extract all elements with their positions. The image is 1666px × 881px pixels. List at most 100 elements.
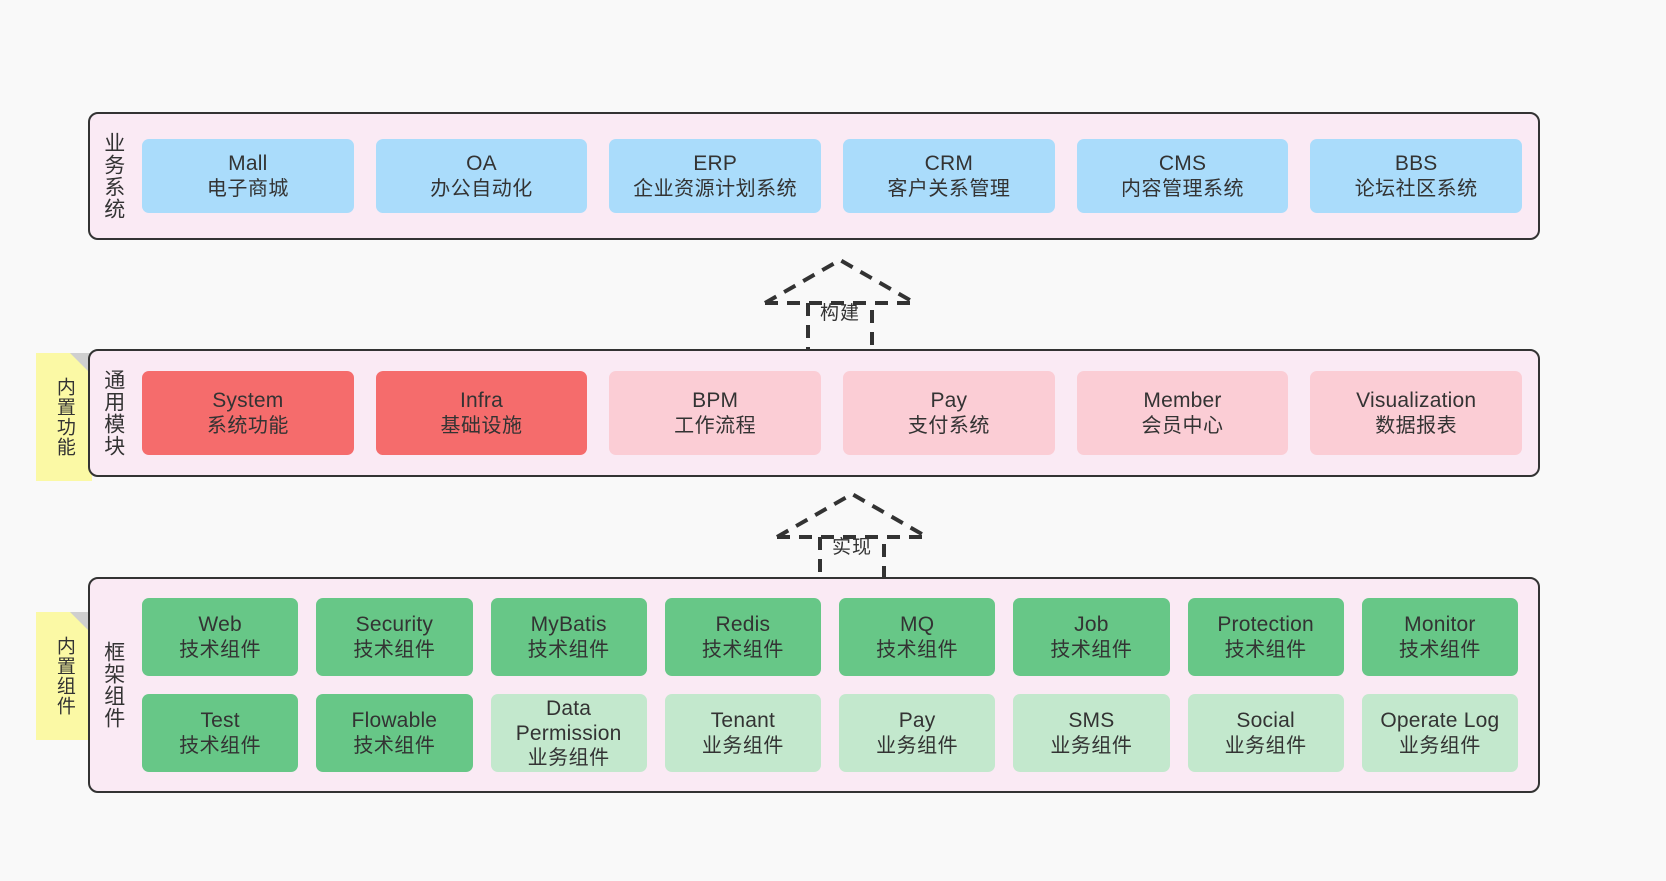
module-subtitle: 业务组件 bbox=[876, 734, 959, 757]
connector-label-build: 构建 bbox=[819, 303, 860, 324]
module-card-tenant[interactable]: Tenant 业务组件 bbox=[664, 694, 821, 772]
module-card-pay-business[interactable]: Pay 业务组件 bbox=[839, 694, 996, 772]
module-name: Operate Log bbox=[1380, 709, 1500, 733]
module-card-erp[interactable]: ERP 企业资源计划系统 bbox=[609, 139, 822, 213]
module-card-job[interactable]: Job 技术组件 bbox=[1013, 598, 1170, 676]
module-card-mq[interactable]: MQ 技术组件 bbox=[839, 598, 996, 676]
module-card-mall[interactable]: Mall 电子商城 bbox=[142, 139, 354, 213]
module-name: Redis bbox=[715, 613, 771, 637]
module-subtitle: 论坛社区系统 bbox=[1354, 177, 1478, 200]
module-subtitle: 办公自动化 bbox=[430, 177, 533, 200]
module-name: SMS bbox=[1068, 709, 1115, 733]
module-name: Tenant bbox=[710, 709, 775, 733]
note-fold-icon bbox=[70, 353, 92, 375]
module-subtitle: 技术组件 bbox=[179, 638, 262, 661]
layer-body-framework-components: Web 技术组件 Security 技术组件 MyBatis 技术组件 Redi… bbox=[136, 579, 1538, 791]
layer-row: Mall 电子商城 OA 办公自动化 ERP 企业资源计划系统 CRM 客户关系… bbox=[142, 139, 1523, 213]
module-subtitle: 技术组件 bbox=[701, 638, 784, 661]
module-subtitle: 技术组件 bbox=[876, 638, 959, 661]
module-card-visualization[interactable]: Visualization 数据报表 bbox=[1310, 371, 1523, 455]
module-name: BBS bbox=[1394, 152, 1438, 176]
module-subtitle: 会员中心 bbox=[1141, 414, 1224, 437]
module-card-crm[interactable]: CRM 客户关系管理 bbox=[843, 139, 1055, 213]
module-subtitle: 技术组件 bbox=[1050, 638, 1133, 661]
module-card-operate-log[interactable]: Operate Log 业务组件 bbox=[1361, 694, 1518, 772]
module-subtitle: 内容管理系统 bbox=[1121, 177, 1245, 200]
layer-business-systems: 业务系统 Mall 电子商城 OA 办公自动化 ERP 企业资源计划系统 CRM… bbox=[88, 112, 1540, 240]
module-card-redis[interactable]: Redis 技术组件 bbox=[664, 598, 821, 676]
module-subtitle: 技术组件 bbox=[527, 638, 610, 661]
module-card-monitor[interactable]: Monitor 技术组件 bbox=[1361, 598, 1518, 676]
module-subtitle: 技术组件 bbox=[353, 638, 436, 661]
module-card-protection[interactable]: Protection 技术组件 bbox=[1187, 598, 1344, 676]
module-name: Flowable bbox=[351, 709, 438, 733]
module-card-data-permission[interactable]: Data Permission 业务组件 bbox=[490, 694, 647, 772]
module-card-oa[interactable]: OA 办公自动化 bbox=[375, 139, 588, 213]
module-subtitle: 系统功能 bbox=[206, 414, 289, 437]
module-card-sms[interactable]: SMS 业务组件 bbox=[1013, 694, 1170, 772]
module-subtitle: 业务组件 bbox=[1398, 734, 1481, 757]
module-name: Pay bbox=[930, 389, 968, 413]
module-subtitle: 支付系统 bbox=[907, 414, 990, 437]
module-card-mybatis[interactable]: MyBatis 技术组件 bbox=[490, 598, 647, 676]
module-subtitle: 技术组件 bbox=[353, 734, 436, 757]
module-name: Pay bbox=[898, 709, 936, 733]
layer-row: Test 技术组件 Flowable 技术组件 Data Permission … bbox=[142, 694, 1518, 772]
module-name: Visualization bbox=[1356, 389, 1477, 413]
module-name: CRM bbox=[924, 152, 974, 176]
layer-body-business-systems: Mall 电子商城 OA 办公自动化 ERP 企业资源计划系统 CRM 客户关系… bbox=[136, 114, 1538, 238]
module-name: Mall bbox=[228, 152, 268, 176]
module-name: Web bbox=[198, 613, 242, 637]
module-card-social[interactable]: Social 业务组件 bbox=[1187, 694, 1344, 772]
module-card-cms[interactable]: CMS 内容管理系统 bbox=[1076, 139, 1289, 213]
layer-framework-components: 框架组件 Web 技术组件 Security 技术组件 MyBatis 技术组件… bbox=[88, 577, 1540, 793]
module-name: Member bbox=[1143, 389, 1222, 413]
module-subtitle: 技术组件 bbox=[179, 734, 262, 757]
note-fold-icon bbox=[70, 612, 92, 634]
module-card-web[interactable]: Web 技术组件 bbox=[142, 598, 299, 676]
module-subtitle: 业务组件 bbox=[701, 734, 784, 757]
module-name: Social bbox=[1236, 709, 1295, 733]
sticky-note-label: 内置功能 bbox=[53, 377, 75, 457]
module-name: Job bbox=[1074, 613, 1109, 637]
module-subtitle: 基础设施 bbox=[440, 414, 523, 437]
module-subtitle: 技术组件 bbox=[1224, 638, 1307, 661]
module-name: MQ bbox=[900, 613, 935, 637]
connector-implement: 实现 bbox=[772, 491, 932, 597]
module-card-bbs[interactable]: BBS 论坛社区系统 bbox=[1310, 139, 1523, 213]
connector-build: 构建 bbox=[760, 257, 920, 363]
module-subtitle: 业务组件 bbox=[527, 747, 610, 770]
layer-row: System 系统功能 Infra 基础设施 BPM 工作流程 Pay 支付系统… bbox=[142, 371, 1523, 455]
module-card-pay[interactable]: Pay 支付系统 bbox=[843, 371, 1055, 455]
module-card-security[interactable]: Security 技术组件 bbox=[316, 598, 473, 676]
module-subtitle: 电子商城 bbox=[206, 177, 289, 200]
sticky-note-builtin-features: 内置功能 bbox=[36, 353, 92, 481]
layer-title-business-systems: 业务系统 bbox=[101, 132, 125, 220]
layer-title-framework-components: 框架组件 bbox=[101, 641, 125, 729]
layer-row: Web 技术组件 Security 技术组件 MyBatis 技术组件 Redi… bbox=[142, 598, 1518, 676]
module-card-member[interactable]: Member 会员中心 bbox=[1076, 371, 1289, 455]
module-subtitle: 技术组件 bbox=[1398, 638, 1481, 661]
module-card-system[interactable]: System 系统功能 bbox=[142, 371, 354, 455]
module-card-infra[interactable]: Infra 基础设施 bbox=[375, 371, 588, 455]
module-subtitle: 数据报表 bbox=[1375, 414, 1458, 437]
module-name: OA bbox=[466, 152, 497, 176]
module-name: Protection bbox=[1217, 613, 1314, 637]
module-name: Security bbox=[355, 613, 434, 637]
module-subtitle: 企业资源计划系统 bbox=[633, 177, 798, 200]
module-subtitle: 业务组件 bbox=[1050, 734, 1133, 757]
connector-label-implement: 实现 bbox=[831, 537, 872, 558]
module-name: Infra bbox=[459, 389, 504, 413]
module-name: Monitor bbox=[1404, 613, 1476, 637]
module-name: Data Permission bbox=[515, 696, 622, 745]
module-card-test[interactable]: Test 技术组件 bbox=[142, 694, 299, 772]
module-name: System bbox=[212, 389, 284, 413]
module-subtitle: 客户关系管理 bbox=[887, 177, 1011, 200]
module-name: MyBatis bbox=[530, 613, 607, 637]
layer-body-common-modules: System 系统功能 Infra 基础设施 BPM 工作流程 Pay 支付系统… bbox=[136, 351, 1538, 475]
module-card-flowable[interactable]: Flowable 技术组件 bbox=[316, 694, 473, 772]
module-name: Test bbox=[200, 709, 240, 733]
module-card-bpm[interactable]: BPM 工作流程 bbox=[609, 371, 822, 455]
sticky-note-builtin-components: 内置组件 bbox=[36, 612, 92, 740]
